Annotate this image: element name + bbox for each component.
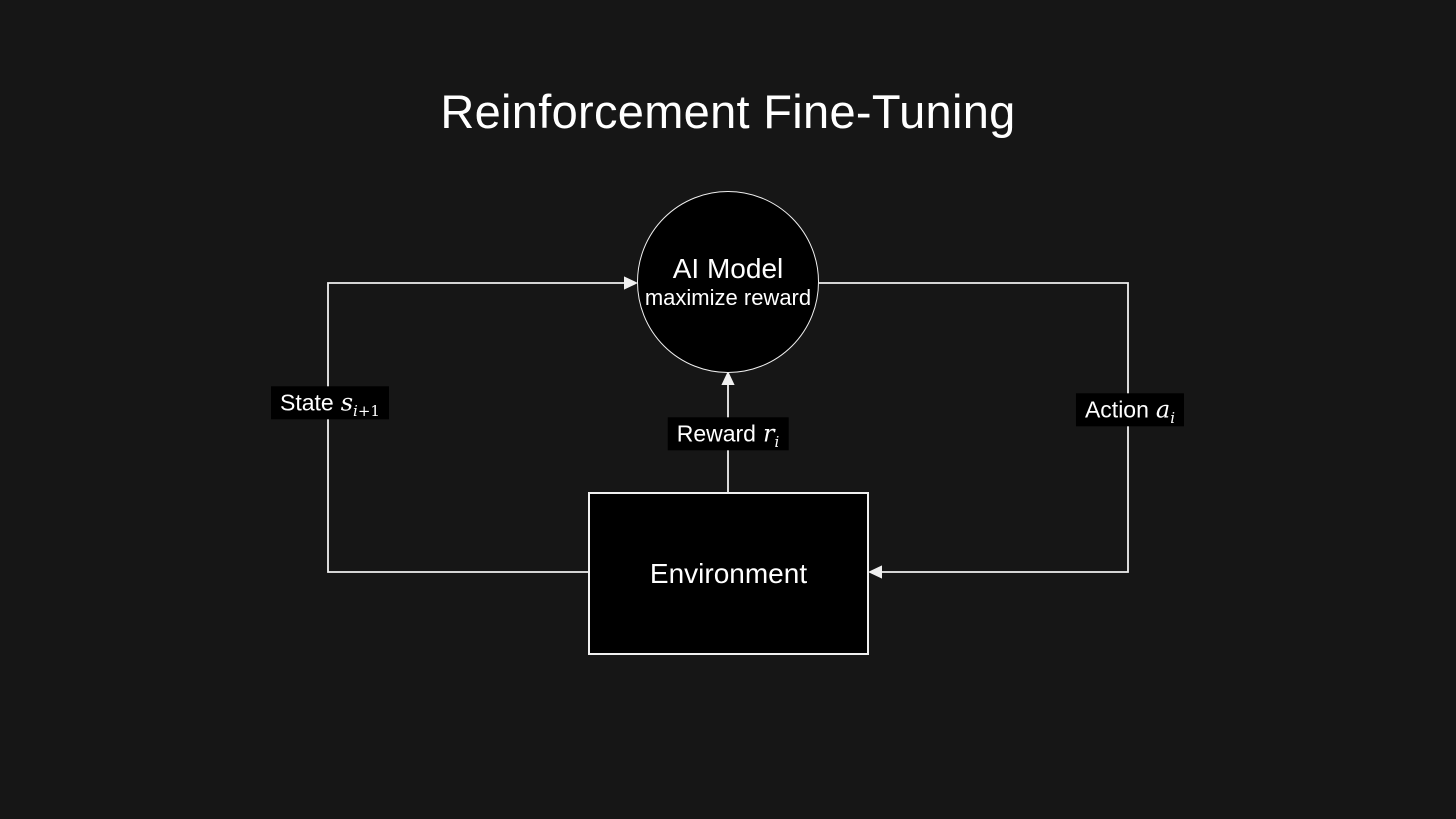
environment-node: Environment [588,492,869,655]
diagram-title: Reinforcement Fine-Tuning [440,85,1016,138]
reward-label-text: Reward [676,420,756,447]
reward-arrowhead-icon [721,371,735,385]
state-arrowhead-icon [624,276,638,290]
action-arrowhead-icon [868,565,882,579]
ai-model-title: AI Model [672,252,784,284]
action-math-symbol: ai [1155,395,1176,428]
state-math-symbol: si+1 [340,388,380,421]
reward-math-symbol: ri [762,419,780,452]
state-edge-line [327,282,626,573]
action-edge-line [819,282,1129,573]
ai-model-node: AI Model maximize reward [637,191,819,373]
ai-model-subtitle: maximize reward [644,284,812,310]
environment-title: Environment [649,557,808,589]
state-label-text: State [280,389,334,416]
action-label-text: Action [1084,396,1149,423]
